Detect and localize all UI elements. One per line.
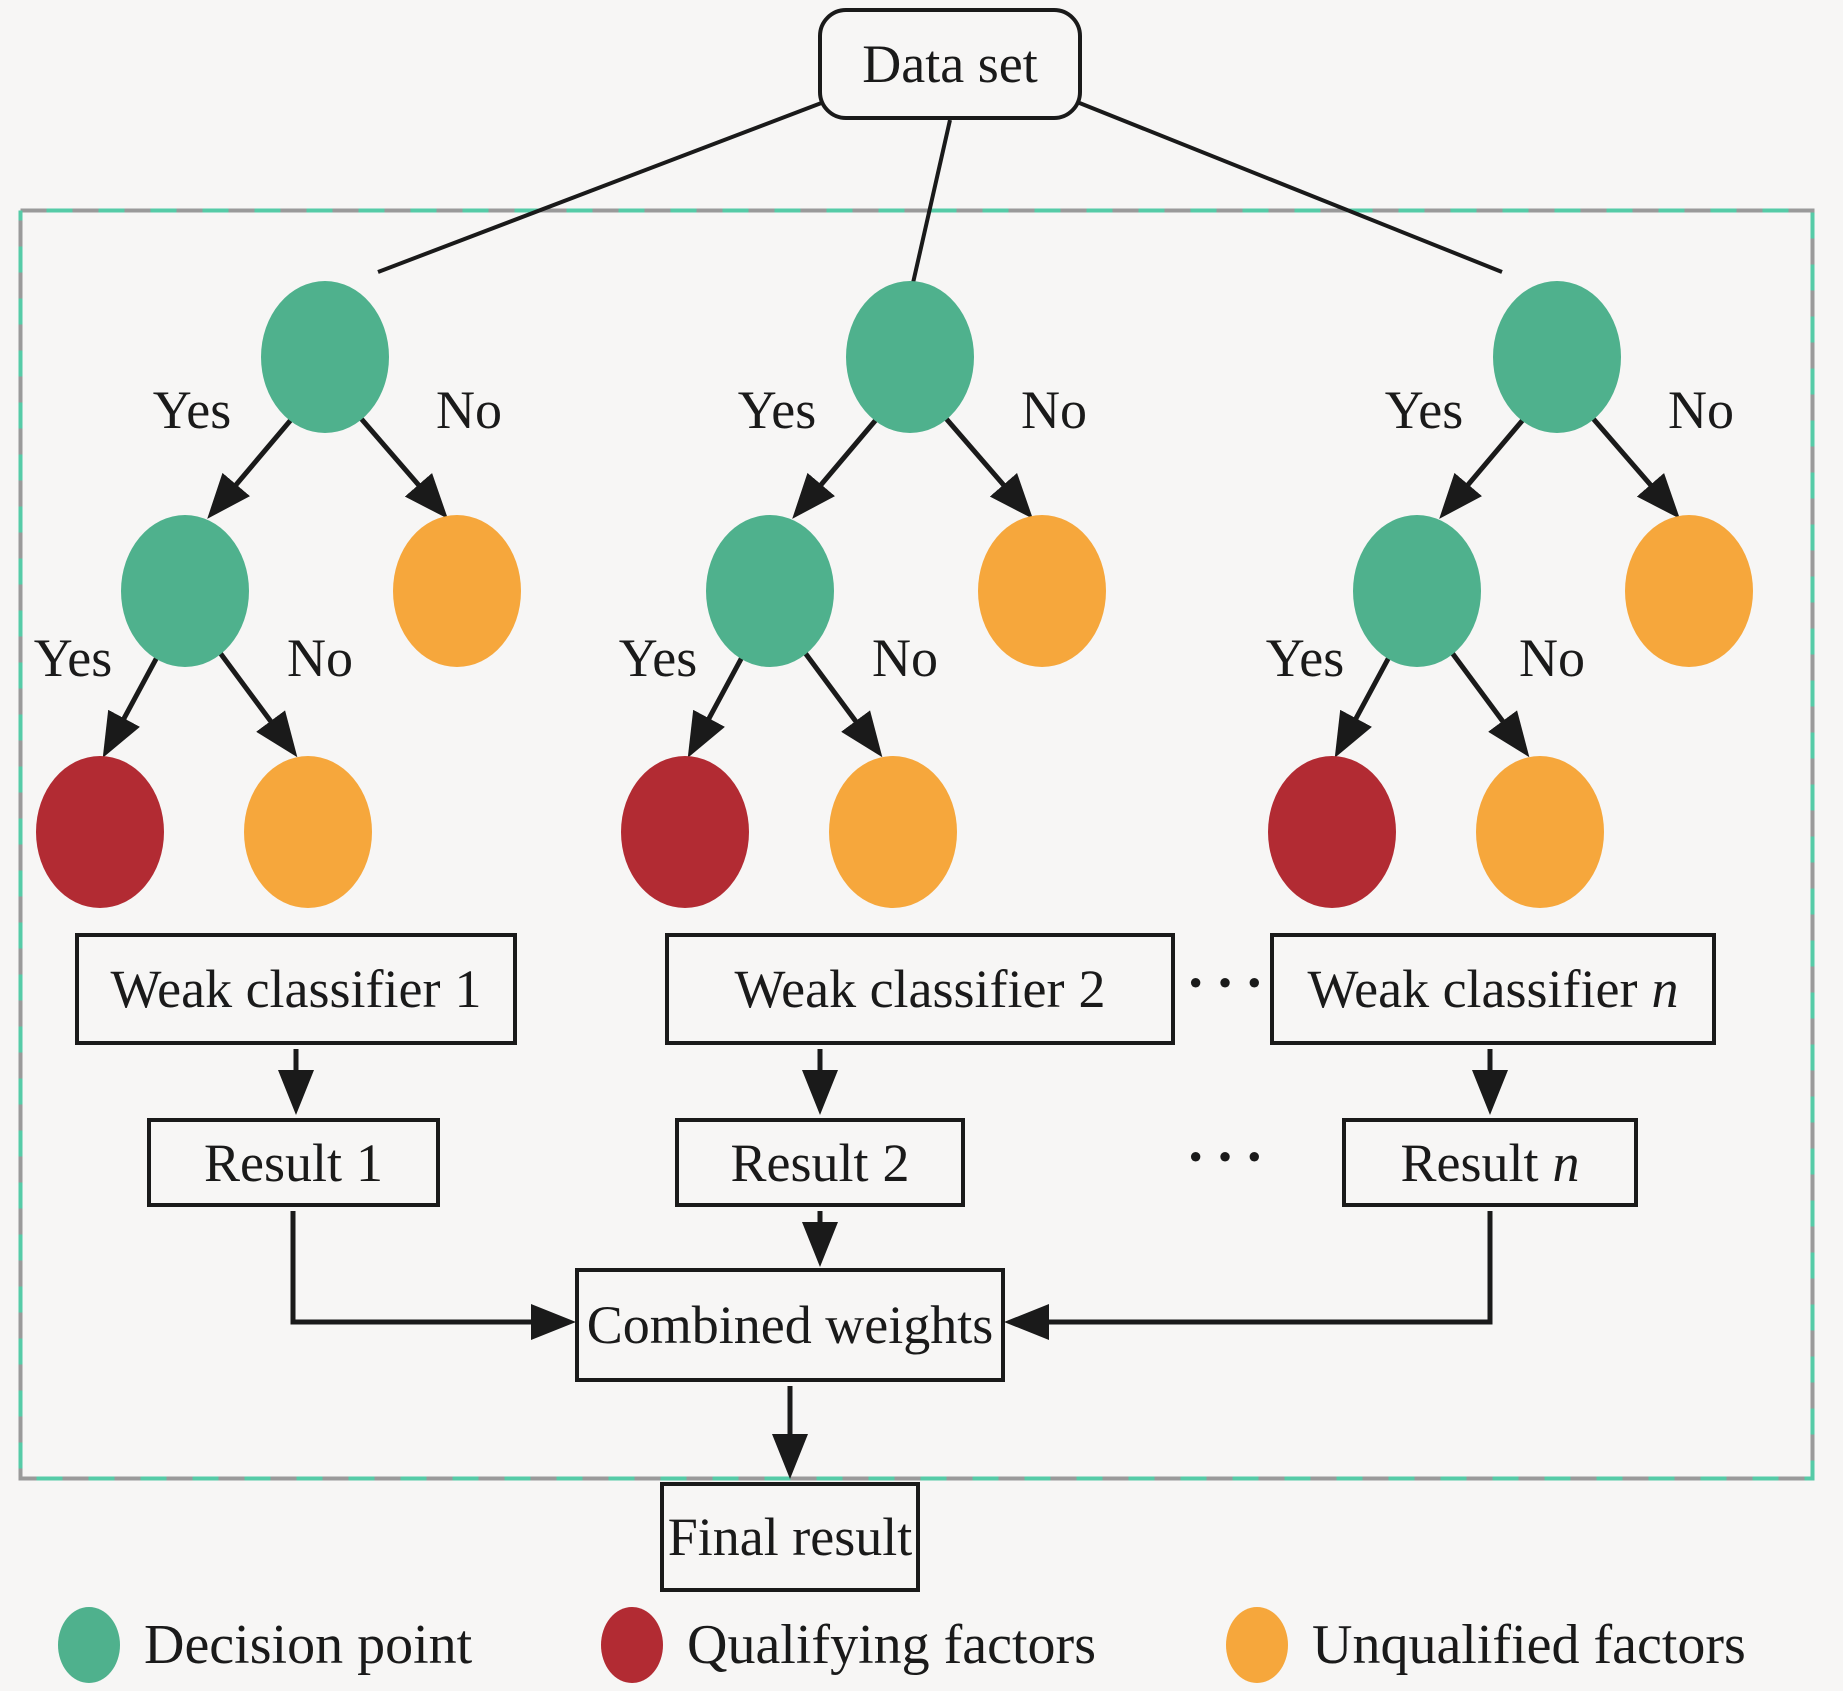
result-n-box: Result n	[1342, 1118, 1638, 1207]
ensemble-boundary-teal-dashes	[18, 208, 1815, 1481]
tree3-no2-branch-arrow	[1444, 644, 1530, 758]
result-ellipsis: ···	[1185, 1124, 1275, 1189]
tree1-level3-unqualified-node	[244, 756, 372, 908]
result-1-box: Result 1	[147, 1118, 440, 1207]
decision-point-icon	[58, 1607, 120, 1683]
tree1-yes2-branch-arrow	[102, 644, 166, 758]
tree1-no-branch-arrow	[356, 413, 448, 519]
final-result-box: Final result	[660, 1482, 920, 1592]
tree1-level2-unqualified-node	[393, 515, 521, 667]
branch-label-yes: Yes	[737, 380, 817, 440]
result-n-label: Result	[1400, 1132, 1539, 1193]
data-set-box: Data set	[818, 8, 1082, 120]
combined-weights-box: Combined weights	[575, 1268, 1005, 1382]
final-result-label: Final result	[667, 1507, 913, 1567]
qualifying-factors-swatch	[601, 1607, 663, 1683]
tree2-level2-decision-node	[706, 515, 834, 667]
weak-classifier-n-box: Weak classifier n	[1270, 933, 1716, 1045]
result-1-number: 1	[356, 1132, 384, 1193]
tree3-root-decision-node	[1493, 281, 1621, 433]
tree2-yes-branch-arrow	[792, 413, 882, 519]
tree3-level2-decision-node	[1353, 515, 1481, 667]
branch-label-yes: Yes	[1265, 628, 1345, 688]
resultn-to-combined-arrow	[1004, 1211, 1493, 1340]
weak-classifier-1-label: Weak classifier	[110, 959, 441, 1019]
branch-label-no: No	[287, 628, 353, 688]
unqualified-factors-swatch	[1226, 1607, 1288, 1683]
branch-label-no: No	[1668, 380, 1734, 440]
tree2-no-branch-arrow	[941, 413, 1033, 519]
data-set-label: Data set	[862, 34, 1038, 94]
tree2-level2-unqualified-node	[978, 515, 1106, 667]
branch-label-yes: Yes	[33, 628, 113, 688]
weak-classifier-n-label: Weak classifier	[1307, 959, 1638, 1019]
legend-label-decision-point: Decision point	[144, 1614, 473, 1676]
dataset-to-tree3-connector	[1076, 100, 1503, 274]
branch-label-yes: Yes	[618, 628, 698, 688]
tree3-qualifying-node	[1268, 756, 1396, 908]
weak-classifier-1-box: Weak classifier 1	[75, 933, 517, 1045]
result1-to-combined-arrow	[290, 1211, 576, 1340]
tree3-no-branch-arrow	[1588, 413, 1680, 519]
combined-weights-label: Combined weights	[586, 1295, 994, 1355]
tree1-level2-decision-node	[121, 515, 249, 667]
dataset-to-tree1-connector	[377, 100, 825, 274]
result-2-label: Result	[730, 1132, 869, 1193]
weak-classifier-2-label: Weak classifier	[734, 959, 1065, 1019]
unqualified-factors-icon	[1226, 1607, 1288, 1683]
tree2-no2-branch-arrow	[797, 644, 883, 758]
tree3-level2-unqualified-node	[1625, 515, 1753, 667]
tree3-yes2-branch-arrow	[1334, 644, 1398, 758]
tree1-root-decision-node	[261, 281, 389, 433]
result-1-label: Result	[203, 1132, 342, 1193]
weak-classifier-2-number: 2	[1078, 959, 1106, 1019]
dataset-to-tree2-connector	[911, 119, 952, 284]
tree1-qualifying-node	[36, 756, 164, 908]
tree3-yes-branch-arrow	[1439, 413, 1529, 519]
result-2-box: Result 2	[675, 1118, 965, 1207]
result-2-number: 2	[882, 1132, 910, 1193]
legend-item-unqualified-factors: Unqualified factors	[1226, 1603, 1746, 1687]
result-n-number: n	[1552, 1132, 1580, 1193]
tree3-level3-unqualified-node	[1476, 756, 1604, 908]
tree2-qualifying-node	[621, 756, 749, 908]
branch-label-yes: Yes	[1384, 380, 1464, 440]
branch-label-yes: Yes	[152, 380, 232, 440]
weak-classifier-n-number: n	[1651, 959, 1679, 1019]
classifier-ellipsis: ···	[1185, 950, 1275, 1015]
branch-label-no: No	[1021, 380, 1087, 440]
branch-label-no: No	[872, 628, 938, 688]
legend-label-qualifying-factors: Qualifying factors	[687, 1614, 1096, 1676]
tree1-yes-branch-arrow	[207, 413, 297, 519]
weak-classifier-2-box: Weak classifier 2	[665, 933, 1175, 1045]
branch-label-no: No	[1519, 628, 1585, 688]
tree2-yes2-branch-arrow	[687, 644, 751, 758]
tree2-root-decision-node	[846, 281, 974, 433]
qualifying-factors-icon	[601, 1607, 663, 1683]
legend-item-qualifying-factors: Qualifying factors	[601, 1603, 1096, 1687]
tree1-no2-branch-arrow	[212, 644, 298, 758]
legend-item-decision-point: Decision point	[58, 1603, 472, 1687]
tree2-level3-unqualified-node	[829, 756, 957, 908]
legend-label-unqualified-factors: Unqualified factors	[1312, 1614, 1746, 1676]
decision-point-swatch	[58, 1607, 120, 1683]
weak-classifier-1-number: 1	[454, 959, 482, 1019]
branch-label-no: No	[436, 380, 502, 440]
